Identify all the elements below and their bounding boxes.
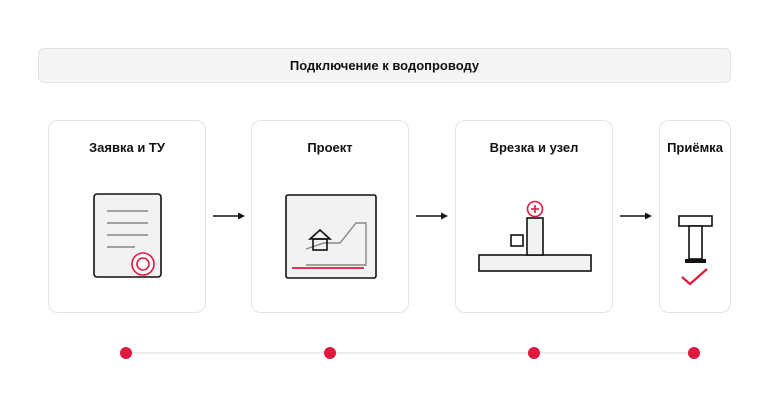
page-title-bar: Подключение к водопроводу bbox=[38, 48, 731, 83]
pipe-connection-icon bbox=[478, 200, 592, 272]
acceptance-checkmark-icon bbox=[678, 215, 713, 286]
document-with-seal-icon bbox=[93, 193, 162, 278]
arrow-right-icon bbox=[416, 212, 448, 220]
timeline-dot bbox=[324, 347, 336, 359]
timeline-dot bbox=[120, 347, 132, 359]
arrow-right-icon bbox=[213, 212, 245, 220]
step-card-project: Проект bbox=[251, 120, 409, 313]
step-card-acceptance: Приёмка bbox=[659, 120, 731, 313]
timeline-dot bbox=[528, 347, 540, 359]
step-card-application: Заявка и ТУ bbox=[48, 120, 206, 313]
project-drawing-icon bbox=[285, 194, 377, 279]
step-title: Заявка и ТУ bbox=[89, 140, 165, 155]
step-card-tie-in: Врезка и узел bbox=[455, 120, 613, 313]
page-title: Подключение к водопроводу bbox=[289, 58, 480, 73]
timeline-dot bbox=[688, 347, 700, 359]
step-title: Врезка и узел bbox=[489, 140, 579, 155]
step-title: Проект bbox=[307, 140, 353, 155]
step-title: Приёмка bbox=[667, 140, 723, 155]
arrow-right-icon bbox=[620, 212, 652, 220]
progress-timeline bbox=[120, 347, 700, 359]
